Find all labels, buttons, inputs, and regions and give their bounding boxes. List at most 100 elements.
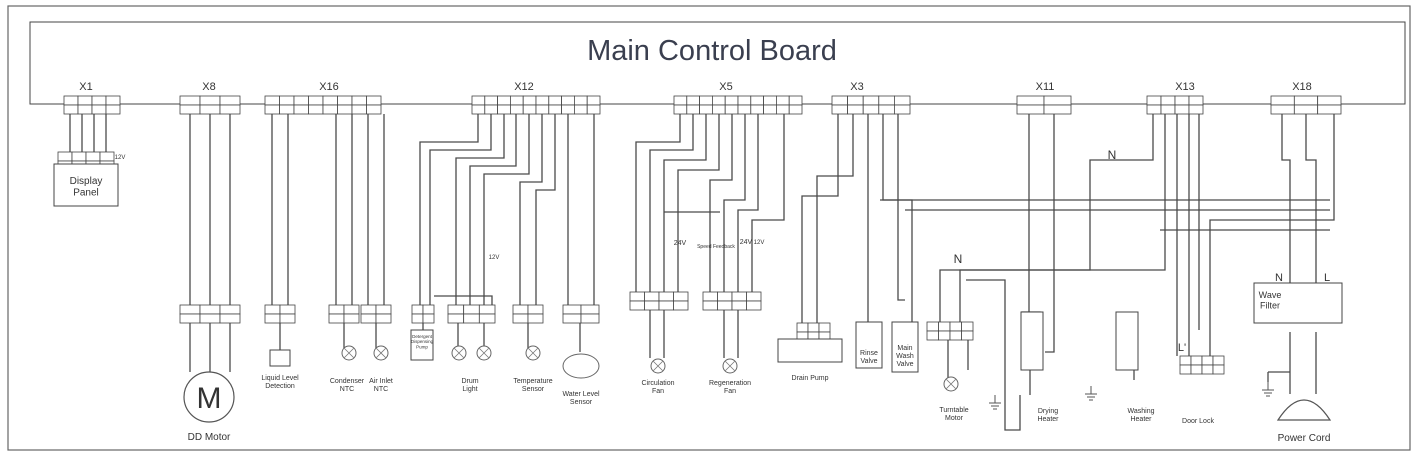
label-line: Temperature xyxy=(513,378,552,385)
condenser-ntc-connector xyxy=(328,304,360,324)
detergent-pump-connector xyxy=(411,304,435,324)
drain-pump-box xyxy=(777,338,843,363)
label-line: Heater xyxy=(1037,416,1059,423)
connector-label-x3: X3 xyxy=(850,81,863,93)
connector-x16-block-pin xyxy=(279,95,295,106)
connector-x12-block-pin xyxy=(484,104,498,115)
label-line: Valve xyxy=(861,358,878,365)
drain-pump-connector xyxy=(796,322,831,342)
wire xyxy=(751,114,785,292)
door-lock-connector-pin xyxy=(1201,364,1214,375)
label-line: Sensor xyxy=(570,399,593,406)
connector-label-x16: X16 xyxy=(319,81,339,93)
condenser-ntc-mark xyxy=(343,347,355,359)
wire xyxy=(519,114,543,305)
wave-filter-box xyxy=(1253,282,1343,324)
turntable-motor-connector-pin xyxy=(938,330,951,341)
connector-x12-block-pin xyxy=(535,104,550,115)
label-line: Water Level xyxy=(562,391,600,398)
regeneration-fan-connector-pin xyxy=(717,300,733,311)
label-x12-12v: 12V xyxy=(489,255,500,261)
label-line: Turntable xyxy=(939,407,968,414)
water-level-connector xyxy=(562,304,600,324)
wire xyxy=(1045,114,1055,353)
regeneration-fan-connector-pin xyxy=(746,291,762,302)
wire xyxy=(1305,114,1317,283)
label-line: N xyxy=(1275,272,1283,284)
connector-x12-block-pin xyxy=(497,104,511,115)
connector-x13-block-pin xyxy=(1146,104,1162,115)
label-line: 24V xyxy=(740,239,753,246)
drum-light-connector-pin xyxy=(447,313,465,324)
drum-light-connector-pin xyxy=(478,304,496,315)
connector-x16-block-pin xyxy=(366,95,382,106)
connector-label-x1: X1 xyxy=(79,81,92,93)
connector-x18-block-pin xyxy=(1293,95,1319,106)
connector-x5-block-pin xyxy=(750,95,764,106)
connector-x3-block-pin xyxy=(831,95,849,106)
label-neutral-1: N xyxy=(1108,148,1117,162)
label-line: Motor xyxy=(945,415,964,422)
wire xyxy=(677,114,720,292)
connector-x12-block-pin xyxy=(561,104,575,115)
air-inlet-ntc-connector-pin xyxy=(360,313,377,324)
board-title: Main Control Board xyxy=(587,35,837,67)
connector-label-x13: X13 xyxy=(1175,81,1195,93)
wire xyxy=(1281,114,1291,283)
label-line: Rinse xyxy=(860,350,878,357)
label-line: 12V xyxy=(115,155,126,161)
connector-x5-block-pin xyxy=(750,104,764,115)
label-line: Panel xyxy=(73,188,99,199)
regeneration-fan-connector-pin xyxy=(717,291,733,302)
connector-x5-block-pin xyxy=(788,104,803,115)
connector-x16-block-pin xyxy=(351,104,367,115)
connector-x5-block-pin xyxy=(724,104,739,115)
drum-light-lamp-a-mark xyxy=(453,347,465,359)
drum-light-connector-pin xyxy=(463,304,480,315)
wire xyxy=(455,114,505,305)
dd-motor-symbol: M xyxy=(197,382,222,415)
connector-x18-block-pin xyxy=(1317,104,1342,115)
main-control-board xyxy=(29,21,1406,105)
dd-motor-connector xyxy=(179,304,241,324)
wire xyxy=(663,114,707,292)
door-lock-connector-pin xyxy=(1190,364,1203,375)
circulation-fan-connector-pin xyxy=(629,300,645,311)
label-line: Filter xyxy=(1260,300,1280,310)
temperature-sensor-connector-pin xyxy=(512,313,529,324)
label-line: Wash xyxy=(896,353,914,360)
connector-x16-block-pin xyxy=(279,104,295,115)
liquid-level-connector-pin xyxy=(264,313,281,324)
connector-x5-block-pin xyxy=(686,104,700,115)
wire xyxy=(419,114,479,305)
connector-label-x18: X18 xyxy=(1292,81,1312,93)
detergent-pump-connector-pin xyxy=(411,304,424,315)
connector-x12-block-pin xyxy=(509,95,524,106)
display-panel-connector-pin xyxy=(99,151,115,162)
connector-x8-block-pin xyxy=(199,104,221,115)
regeneration-fan-connector-pin xyxy=(702,291,718,302)
connector-label-x11: X11 xyxy=(1036,81,1055,93)
connector-x12-block-pin xyxy=(561,95,575,106)
connector-x12-block-pin xyxy=(586,104,601,115)
turntable-motor-connector-pin xyxy=(926,330,939,341)
label-line: Detergent xyxy=(412,334,433,339)
label-line: Washing xyxy=(1128,408,1155,415)
connector-x12-block-pin xyxy=(509,104,524,115)
ground-icon-washing xyxy=(1085,386,1097,401)
temperature-sensor-connector-pin xyxy=(527,304,544,315)
connector-x5-block-pin xyxy=(724,95,739,106)
label-x5-24v-a: 24V xyxy=(674,240,687,247)
connector-x5-block-pin xyxy=(686,95,700,106)
connector-x1-block-pin xyxy=(77,95,93,106)
connector-x5-block-pin xyxy=(699,104,713,115)
label-line: Detection xyxy=(265,383,295,390)
connector-x1-block-pin xyxy=(63,95,79,106)
connector-x12-block-pin xyxy=(471,95,486,106)
